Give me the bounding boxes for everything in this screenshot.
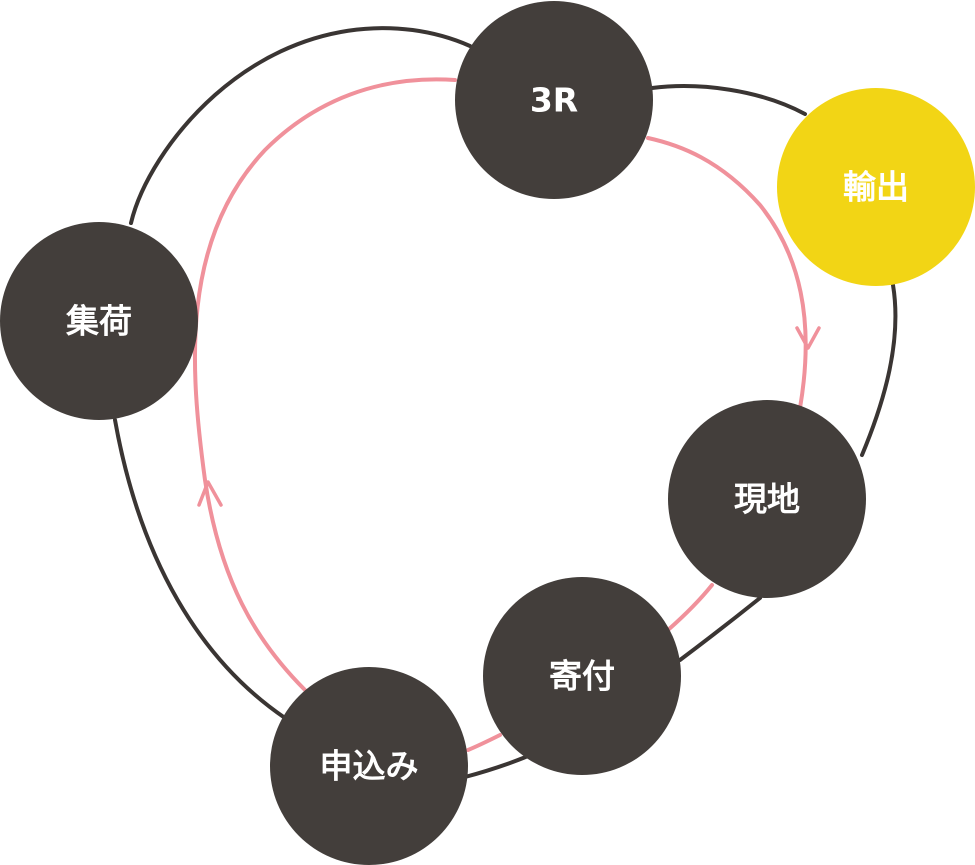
- node-collection-label: 集荷: [65, 302, 132, 341]
- node-donation: 寄付: [483, 577, 681, 775]
- node-export: 輸出: [777, 88, 975, 286]
- chevron-down-icon: [795, 326, 821, 350]
- chevron-up-icon: [197, 480, 223, 507]
- node-3r: 3R: [455, 1, 653, 199]
- node-local-label: 現地: [734, 480, 800, 519]
- node-application-label: 申込み: [320, 747, 419, 786]
- node-application: 申込み: [270, 667, 468, 865]
- node-donation-label: 寄付: [549, 657, 615, 696]
- node-export-label: 輸出: [843, 168, 909, 207]
- outer-loop-path: [113, 26, 898, 779]
- node-3r-label: 3R: [530, 81, 578, 120]
- node-local: 現地: [668, 400, 866, 598]
- node-collection: 集荷: [0, 222, 198, 420]
